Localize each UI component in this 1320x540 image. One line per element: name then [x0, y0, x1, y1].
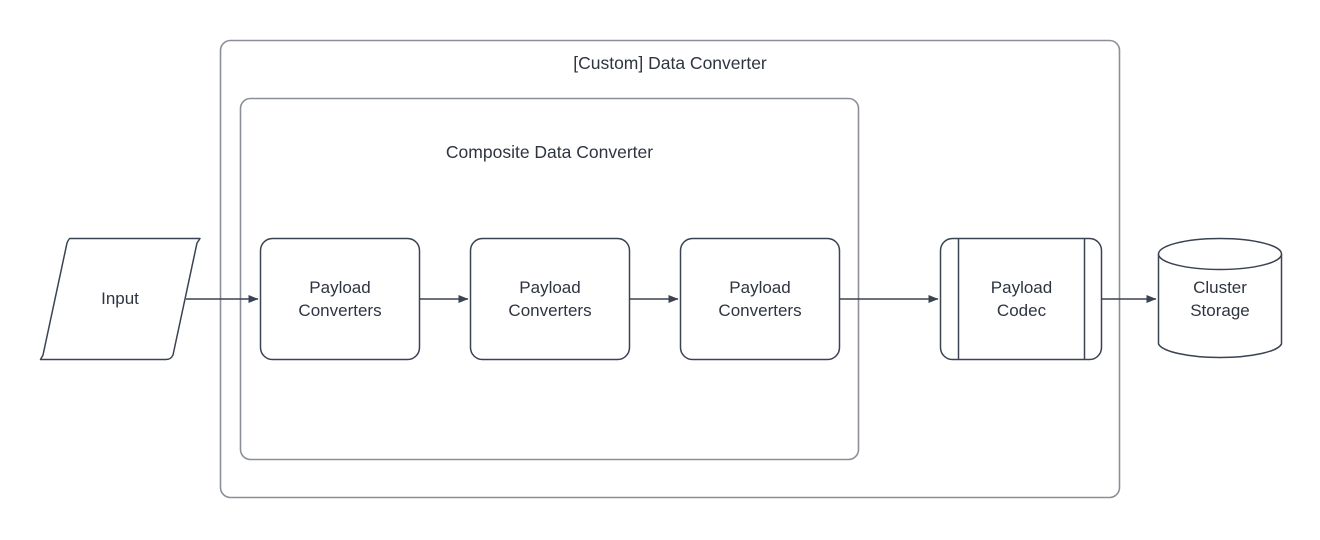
- cluster-storage-body: [1157, 254, 1283, 359]
- node-payload-converters-1[interactable]: [259, 237, 421, 361]
- node-payload-converters-2[interactable]: [469, 237, 631, 361]
- cluster-storage-top: [1157, 237, 1283, 271]
- payload-codec-body: [939, 237, 1103, 361]
- node-payload-codec[interactable]: [939, 237, 1103, 361]
- node-input[interactable]: [39, 237, 201, 361]
- node-cluster-storage[interactable]: [1157, 237, 1283, 359]
- node-payload-converters-3[interactable]: [679, 237, 841, 361]
